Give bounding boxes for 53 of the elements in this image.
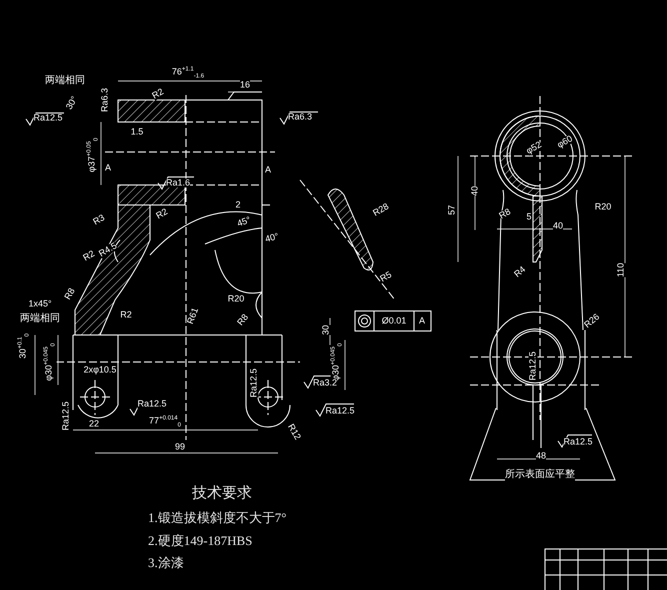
note-text: 所示表面应平整 [505, 467, 575, 481]
requirement-text: 3.涂漆 [148, 554, 184, 572]
radius-label: R26 [582, 312, 602, 330]
roughness-label: Ra12.5 [325, 406, 355, 416]
radius-label: R2 [150, 87, 166, 101]
dimension-label: 99 [175, 442, 185, 452]
roughness-label: Ra6.3 [100, 88, 110, 112]
dimension-label: 110 [616, 262, 626, 278]
dimension-label: 2xφ10.5 [84, 366, 116, 374]
roughness-label: Ra12.5 [62, 401, 70, 431]
roughness-label: Ra12.5 [563, 438, 593, 446]
dimension-label: 1.5 [130, 128, 144, 136]
requirements-heading: 技术要求 [192, 484, 252, 502]
roughness-label: Ra12.5 [33, 114, 63, 122]
roughness-label: Ra6.3 [288, 112, 312, 122]
dimension-label: φ60 [556, 134, 574, 150]
radius-label: R8 [236, 312, 250, 328]
dimension-label: 57 [448, 205, 456, 215]
radius-label: R2 [154, 207, 170, 221]
radius-label: R4 [512, 264, 528, 280]
dimension-label: 30 [322, 325, 330, 335]
roughness-label: Ra12.5 [250, 368, 258, 398]
radius-label: R5 [378, 270, 394, 284]
dimension-label: 48 [536, 452, 546, 460]
roughness-label: Ra12.5 [137, 400, 167, 408]
radius-label: R8 [498, 207, 512, 221]
radius-label: R2 [120, 310, 132, 320]
dimension-label: 40 [470, 186, 480, 196]
radius-label: R61 [186, 306, 200, 326]
roughness-label: Ra1.6 [166, 178, 190, 188]
requirement-text: 1.锻造拔模斜度不大于7° [148, 509, 286, 527]
datum-label: A [419, 316, 425, 326]
radius-label: R3 [92, 213, 106, 227]
roughness-label: Ra3.2 [312, 378, 338, 388]
requirement-text: 2.硬度149-187HBS [148, 532, 252, 550]
radius-label: R8 [63, 286, 77, 302]
note-text: 两端相同 [20, 311, 60, 325]
radius-label: R28 [372, 202, 390, 218]
chamfer-label: 1x45° [28, 300, 52, 308]
angle-label: 40° [264, 232, 280, 244]
dimension-label: 2 [236, 200, 240, 210]
tolerance-value: Ø0.01 [382, 316, 406, 326]
dimension-label: 22 [89, 420, 99, 428]
radius-label: R20 [594, 202, 612, 212]
dimension-label: 40 [553, 222, 563, 230]
radius-label: R2 [82, 249, 96, 263]
dimension-label: 16 [240, 80, 250, 90]
section-mark: A [105, 164, 111, 172]
note-text: 两端相同 [45, 73, 85, 87]
radius-label: R20 [228, 294, 244, 304]
dimension-label: 5 [526, 212, 532, 222]
section-mark: A [265, 166, 271, 174]
roughness-label: Ra12.5 [528, 351, 538, 381]
